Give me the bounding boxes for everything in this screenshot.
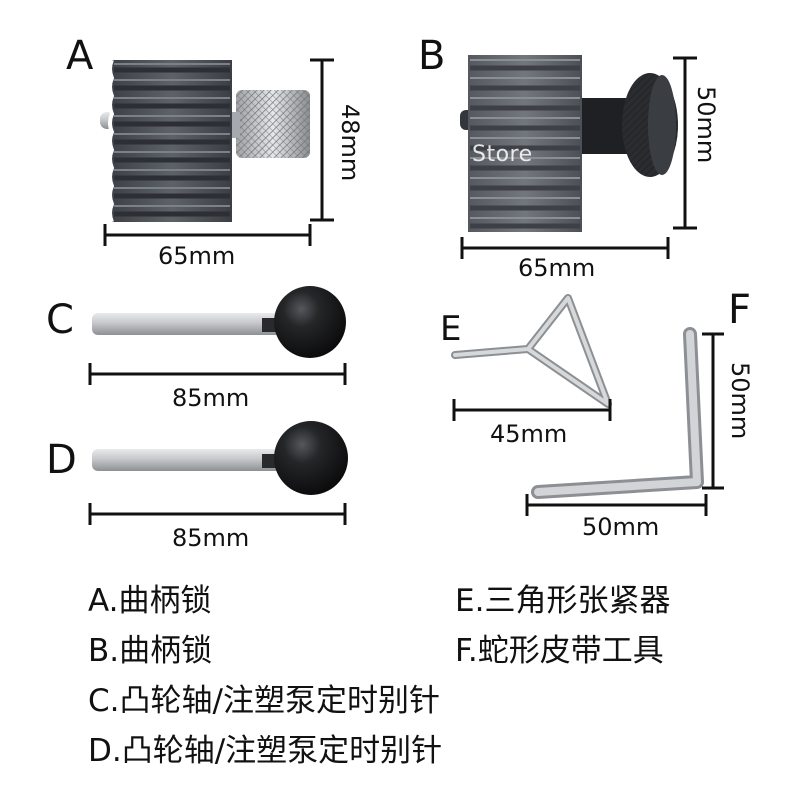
- label-c: C: [46, 297, 74, 343]
- label-b: B: [418, 33, 446, 79]
- label-a: A: [66, 33, 94, 79]
- dim-a-width: 65mm: [158, 242, 236, 270]
- label-e: E: [440, 309, 462, 349]
- tool-c: [92, 286, 346, 358]
- tool-a: [100, 59, 310, 223]
- caption-d: D.凸轮轴/注塑泵定时别针: [88, 733, 443, 769]
- dim-b-height: 50mm: [692, 86, 720, 164]
- tool-e: [451, 294, 612, 408]
- dim-f-height: 50mm: [726, 362, 754, 440]
- caption-c: C.凸轮轴/注塑泵定时别针: [88, 683, 440, 719]
- watermark-text: Store: [472, 142, 533, 167]
- dim-d-length: 85mm: [172, 524, 250, 552]
- dimension-lines: [88, 56, 724, 525]
- caption-b: B.曲柄锁: [88, 633, 213, 669]
- dim-c-length: 85mm: [172, 384, 250, 412]
- tool-f: [531, 327, 704, 499]
- caption-a: A.曲柄锁: [88, 583, 212, 619]
- dim-e-length: 45mm: [490, 420, 568, 448]
- caption-f: F.蛇形皮带工具: [455, 633, 664, 669]
- tool-d: [92, 421, 348, 495]
- caption-e: E.三角形张紧器: [455, 583, 671, 619]
- dim-b-width: 65mm: [518, 254, 596, 282]
- label-d: D: [46, 437, 77, 483]
- dim-f-width: 50mm: [582, 513, 660, 541]
- tool-b: [460, 55, 678, 232]
- dim-a-height: 48mm: [336, 104, 364, 182]
- label-f: F: [728, 287, 752, 333]
